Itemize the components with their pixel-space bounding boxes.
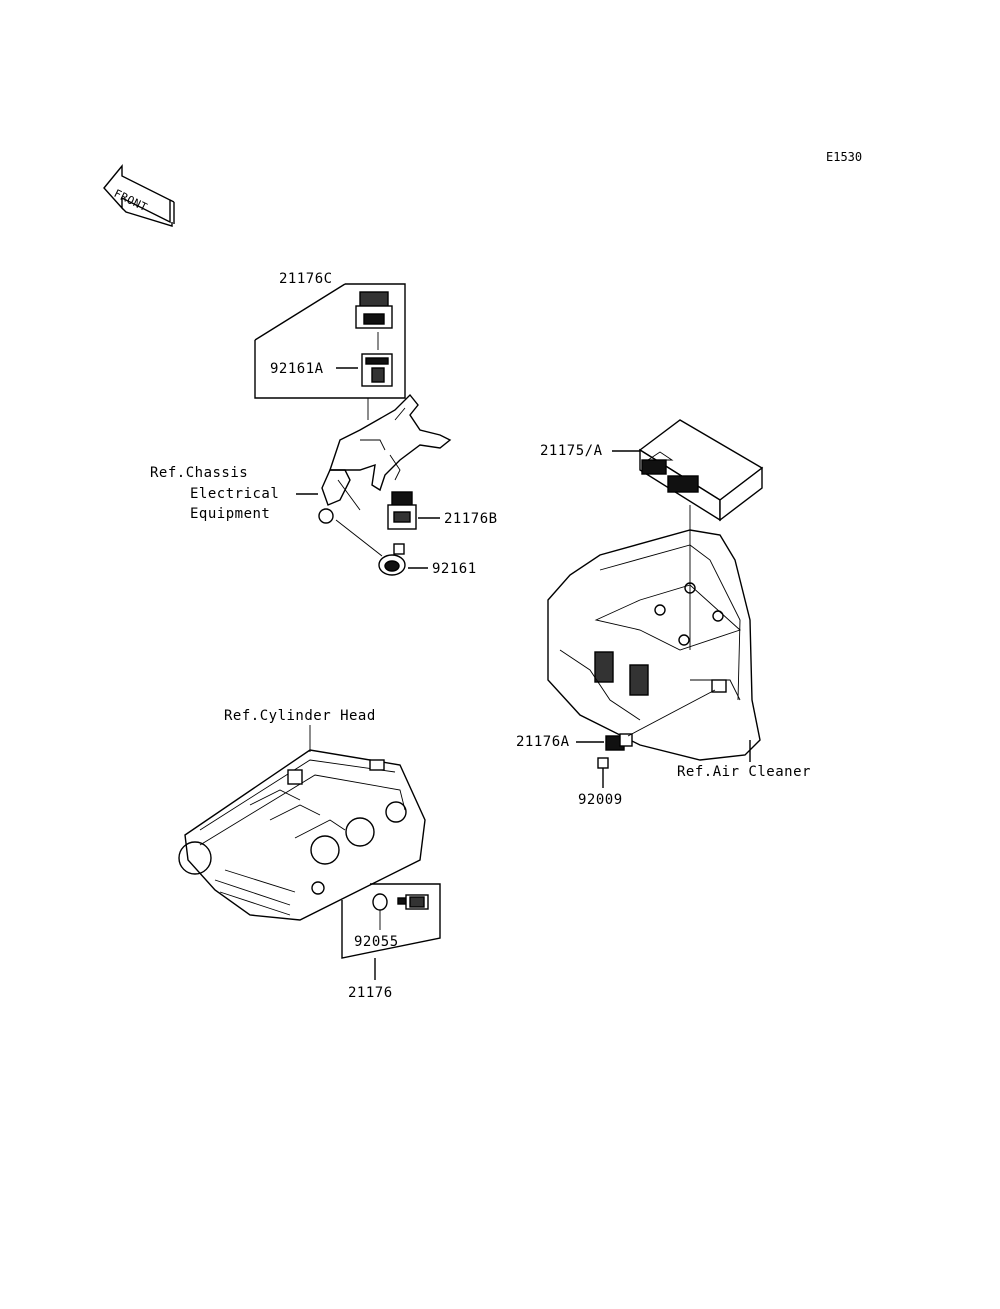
- diagram-code: E1530: [826, 150, 863, 164]
- label-ref-chassis-2: Electrical: [190, 486, 280, 502]
- label-21176a: 21176A: [516, 734, 570, 750]
- label-ref-air-cleaner: Ref.Air Cleaner: [677, 764, 811, 780]
- sensor-21176c: [355, 291, 393, 329]
- label-ref-chassis-1: Ref.Chassis: [150, 465, 249, 481]
- front-arrow-icon: [103, 164, 175, 227]
- label-92161: 92161: [432, 561, 477, 577]
- label-ref-cylinder-head: Ref.Cylinder Head: [224, 708, 376, 724]
- label-ref-chassis-3: Equipment: [190, 506, 271, 522]
- sensor-21176a: [605, 733, 633, 751]
- sensor-21176b: [387, 491, 417, 530]
- label-21176c: 21176C: [279, 271, 333, 287]
- label-21176: 21176: [348, 985, 393, 1001]
- label-92055: 92055: [354, 934, 399, 950]
- label-92161a: 92161A: [270, 361, 324, 377]
- label-92009: 92009: [578, 792, 623, 808]
- air-cleaner-housing: [547, 529, 761, 761]
- cylinder-head: [178, 749, 426, 921]
- sensor-21176: [397, 894, 429, 910]
- damper-92161a: [361, 353, 393, 387]
- grommet-92161: [378, 543, 406, 576]
- bracket-21176: [341, 883, 441, 959]
- ecu-21175a: [638, 419, 764, 522]
- bracket-21176c: [254, 283, 406, 399]
- chassis-bracket: [318, 393, 452, 524]
- bolt-92009: [597, 757, 609, 788]
- label-21176b: 21176B: [444, 511, 498, 527]
- label-21175a: 21175/A: [540, 443, 603, 459]
